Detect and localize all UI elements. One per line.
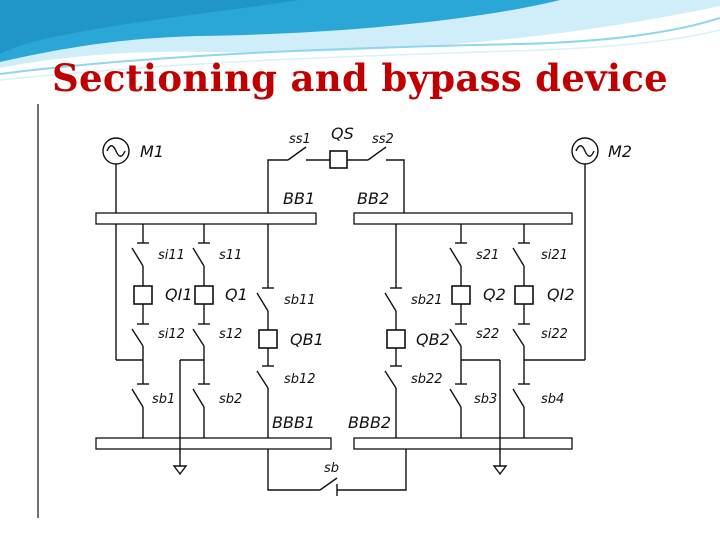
breaker-qs <box>329 150 348 169</box>
top-tie-circuit <box>267 146 405 213</box>
slide-title: Sectioning and bypass device <box>51 56 669 100</box>
bottom-tie-circuit <box>267 449 407 496</box>
left-feeder-qi1 <box>131 224 153 360</box>
wave-dark-band <box>0 0 300 54</box>
wave-streak-2 <box>0 29 720 81</box>
left-bypass-switches <box>116 359 210 466</box>
switch-sb22-label: sb22 <box>411 372 443 387</box>
switch-sb1-label: sb1 <box>152 392 175 407</box>
switch-s22-label: s22 <box>476 327 499 342</box>
switch-sb-label: sb <box>324 461 339 476</box>
breaker-qb2-label: QB2 <box>416 330 450 349</box>
switch-ss1-label: ss1 <box>289 132 311 147</box>
breaker-qb2 <box>386 329 406 349</box>
switch-sb4-label: sb4 <box>541 392 564 407</box>
breaker-qi2-label: QI2 <box>547 285 575 304</box>
switch-si21-label: si21 <box>541 248 568 263</box>
breaker-qi2 <box>514 285 534 305</box>
switch-s21-label: s21 <box>476 248 499 263</box>
bus-bb1-label: BB1 <box>283 189 315 208</box>
right-feeder-qi2 <box>512 224 534 360</box>
right-bypass-qb2 <box>384 224 406 438</box>
breaker-qb1-label: QB1 <box>290 330 324 349</box>
left-feeder-q1 <box>192 224 214 360</box>
bus-bbb1 <box>95 437 332 450</box>
breaker-qi1 <box>133 285 153 305</box>
load-arrow-right-icon <box>492 465 508 476</box>
switch-sb21-label: sb21 <box>411 293 443 308</box>
switch-si12-label: si12 <box>158 327 185 342</box>
switch-si22-label: si22 <box>541 327 568 342</box>
header-wave-decoration <box>0 0 720 81</box>
breaker-q2-label: Q2 <box>483 285 506 304</box>
switch-s12-label: s12 <box>219 327 242 342</box>
right-bypass-switches <box>449 359 585 466</box>
switch-ss2-label: ss2 <box>372 132 394 147</box>
bus-bb1 <box>95 212 317 225</box>
diagram-border <box>37 104 672 518</box>
breaker-q1 <box>194 285 214 305</box>
left-bypass-qb1 <box>256 224 278 438</box>
switch-sb11-label: sb11 <box>284 293 316 308</box>
load-arrow-left-icon <box>172 465 188 476</box>
breaker-q1-label: Q1 <box>225 285 248 304</box>
bus-bbb2 <box>353 437 573 450</box>
switch-sb12-label: sb12 <box>284 372 316 387</box>
breaker-qi1-label: QI1 <box>165 285 193 304</box>
breaker-qb1 <box>258 329 278 349</box>
motor-m2-label: M2 <box>608 142 632 161</box>
wave-streak <box>0 17 720 75</box>
switch-sb3-label: sb3 <box>474 392 497 407</box>
motor-m1-label: M1 <box>140 142 164 161</box>
right-feeder-q2 <box>449 224 471 360</box>
bus-bb2 <box>353 212 573 225</box>
breaker-qs-label: QS <box>331 124 354 143</box>
switch-s11-label: s11 <box>219 248 242 263</box>
bus-bbb2-label: BBB2 <box>348 413 391 432</box>
bus-bbb1-label: BBB1 <box>272 413 315 432</box>
breaker-q2 <box>451 285 471 305</box>
sectioning-bypass-diagram: M1 M2 BB1 BB2 BBB1 BBB2 ss1 QS ss2 si11 … <box>37 104 672 518</box>
switch-si11-label: si11 <box>158 248 185 263</box>
bus-bb2-label: BB2 <box>357 189 389 208</box>
switch-sb2-label: sb2 <box>219 392 242 407</box>
